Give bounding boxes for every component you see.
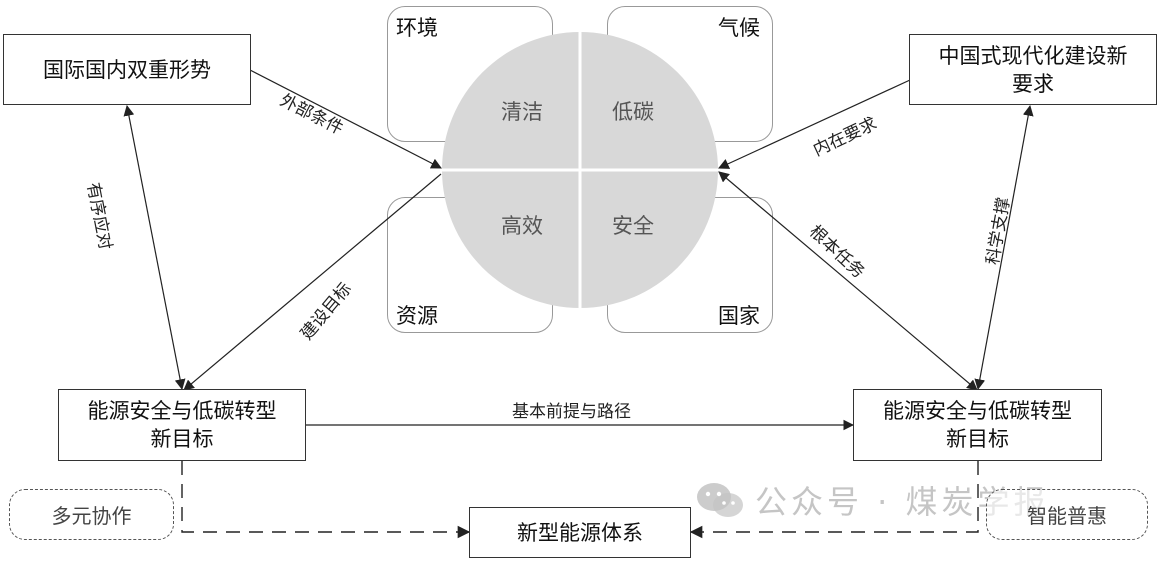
goal-box-left: 能源安全与低碳转型 新目标: [58, 389, 306, 461]
quadrant-safe: 安全: [612, 214, 654, 238]
goal-right-line1: 能源安全与低碳转型: [883, 399, 1072, 423]
corner-label-climate: 气候: [718, 16, 760, 40]
intelligent-text: 智能普惠: [1027, 504, 1107, 528]
goal-left-line2: 新目标: [150, 427, 214, 451]
goal-left-line1: 能源安全与低碳转型: [87, 399, 277, 423]
situation-text: 国际国内双重形势: [43, 57, 211, 82]
central-circle: [442, 32, 718, 308]
wechat-icon: [695, 481, 745, 519]
dashed-box-intelligent: 智能普惠: [986, 489, 1148, 540]
quadrant-low-carbon: 低碳: [612, 100, 654, 124]
arrow-build-goal: [183, 173, 442, 391]
edge-label-premise: 基本前提与路径: [512, 402, 631, 422]
arrow-science: [974, 104, 1034, 391]
dashed-box-collaboration: 多元协作: [9, 489, 174, 540]
quadrant-clean: 清洁: [501, 100, 543, 124]
arrow-orderly: [123, 104, 186, 391]
requirement-text-line1: 中国式现代化建设新: [938, 43, 1128, 68]
goal-box-right: 能源安全与低碳转型 新目标: [853, 389, 1102, 461]
corner-label-environment: 环境: [396, 16, 438, 40]
collaboration-text: 多元协作: [51, 504, 132, 528]
dashed-left-connector: [181, 461, 471, 539]
arrow-internal: [718, 79, 911, 169]
situation-box: 国际国内双重形势: [3, 34, 251, 105]
system-text: 新型能源体系: [517, 520, 643, 545]
arrow-external: [249, 69, 442, 169]
requirement-box: 中国式现代化建设新 要求: [909, 34, 1157, 105]
goal-right-line2: 新目标: [946, 427, 1009, 451]
corner-label-resource: 资源: [396, 304, 438, 328]
system-box: 新型能源体系: [469, 507, 691, 558]
quadrant-efficient: 高效: [501, 214, 543, 238]
arrow-fundamental: [718, 171, 978, 391]
requirement-text-line2: 要求: [1012, 71, 1054, 96]
dashed-right-connector: [689, 461, 979, 539]
